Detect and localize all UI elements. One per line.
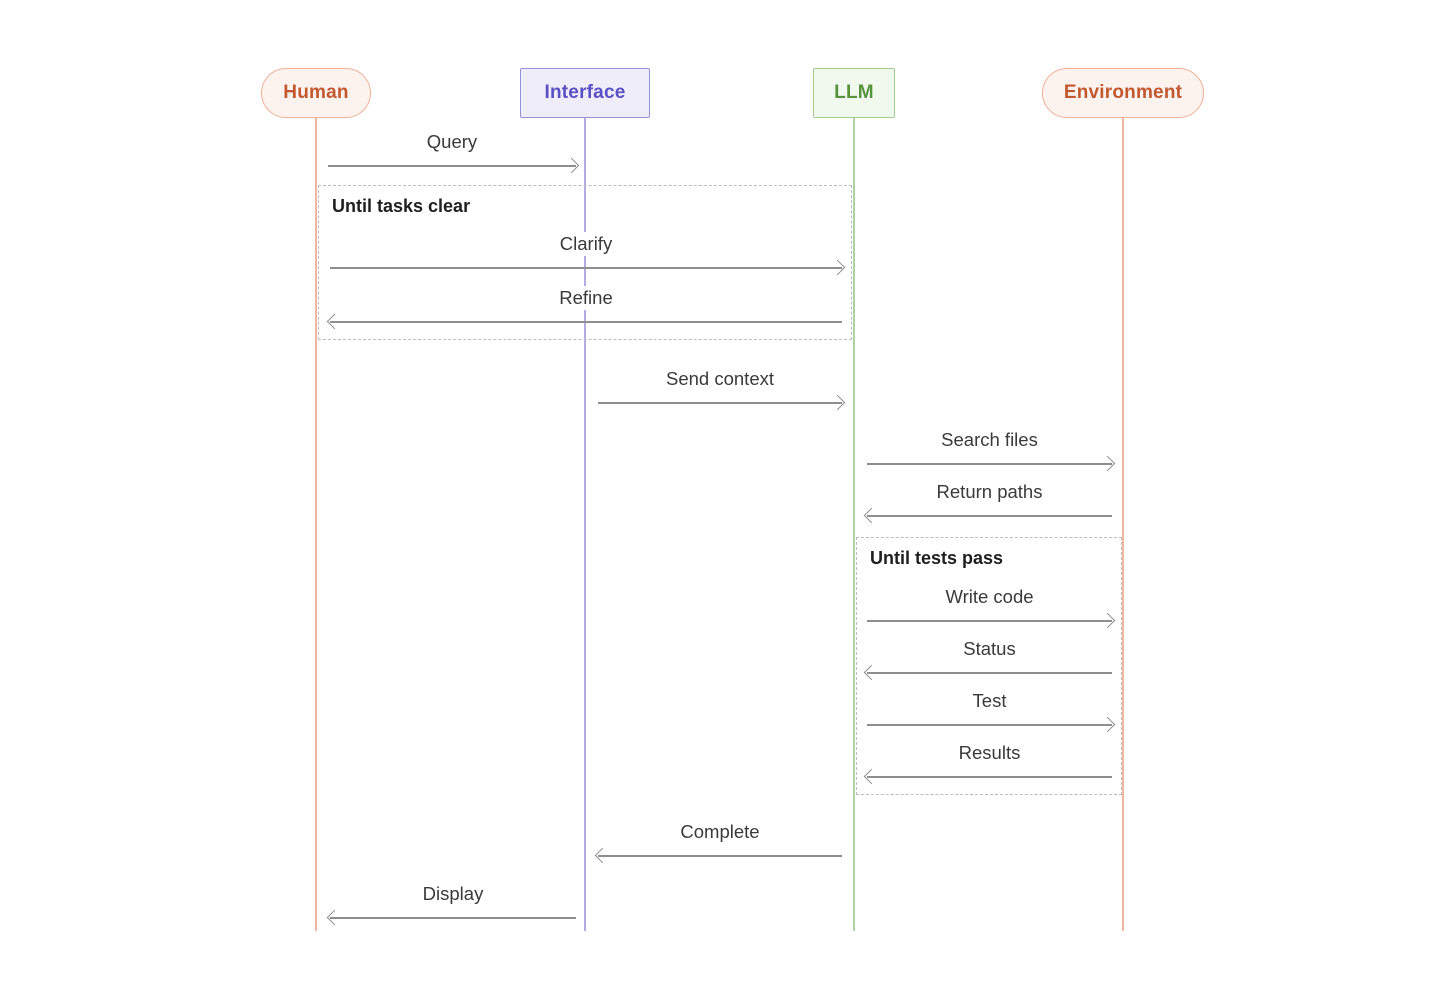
actor-human-label: Human xyxy=(283,82,349,103)
arrow-right-icon xyxy=(598,402,842,404)
arrow-right-icon xyxy=(328,165,576,167)
lifeline-llm xyxy=(853,118,855,931)
message-label-row: Refine xyxy=(330,286,842,310)
lifeline-interface xyxy=(584,118,586,931)
message-label-row: Search files xyxy=(867,428,1112,452)
message-label: Display xyxy=(415,882,491,906)
arrow-left-icon xyxy=(867,515,1112,517)
arrow-right-icon xyxy=(867,724,1112,726)
message-label-row: Complete xyxy=(598,820,842,844)
lifeline-human xyxy=(315,118,317,931)
message-label: Query xyxy=(419,130,485,154)
message-label-row: Query xyxy=(328,130,576,154)
message-status: Status xyxy=(867,637,1112,674)
arrow-left-icon xyxy=(330,321,842,323)
message-label-row: Test xyxy=(867,689,1112,713)
message-search-files: Search files xyxy=(867,428,1112,465)
message-label-row: Results xyxy=(867,741,1112,765)
message-label: Clarify xyxy=(552,232,620,256)
arrow-right-icon xyxy=(330,267,842,269)
message-label-row: Status xyxy=(867,637,1112,661)
message-label: Test xyxy=(965,689,1014,713)
message-query: Query xyxy=(328,130,576,167)
message-results: Results xyxy=(867,741,1112,778)
actor-interface-label: Interface xyxy=(544,82,626,103)
actor-human: Human xyxy=(261,68,371,118)
actor-environment: Environment xyxy=(1042,68,1204,118)
message-label-row: Send context xyxy=(598,367,842,391)
message-label-row: Clarify xyxy=(330,232,842,256)
message-return-paths: Return paths xyxy=(867,480,1112,517)
message-label: Return paths xyxy=(929,480,1050,504)
arrow-right-icon xyxy=(867,463,1112,465)
arrow-left-icon xyxy=(867,776,1112,778)
message-label: Search files xyxy=(934,428,1045,452)
lifeline-environment xyxy=(1122,118,1124,931)
actor-llm: LLM xyxy=(813,68,895,118)
actor-interface: Interface xyxy=(520,68,650,118)
message-complete: Complete xyxy=(598,820,842,857)
actor-environment-label: Environment xyxy=(1063,82,1183,103)
message-display: Display xyxy=(330,882,576,919)
message-clarify: Clarify xyxy=(330,232,842,269)
arrow-left-icon xyxy=(598,855,842,857)
actor-llm-label: LLM xyxy=(834,82,874,103)
arrow-left-icon xyxy=(330,917,576,919)
loop-title: Until tasks clear xyxy=(332,196,471,216)
message-label: Send context xyxy=(659,367,781,391)
loop-until-tests-pass: Until tests pass xyxy=(856,537,1122,795)
message-label-row: Display xyxy=(330,882,576,906)
message-label: Complete xyxy=(673,820,767,844)
message-label: Write code xyxy=(938,585,1041,609)
arrow-left-icon xyxy=(867,672,1112,674)
loop-until-tasks-clear: Until tasks clear xyxy=(318,185,852,340)
message-label-row: Return paths xyxy=(867,480,1112,504)
message-label: Status xyxy=(956,637,1023,661)
loop-title: Until tests pass xyxy=(870,548,1004,568)
message-send-context: Send context xyxy=(598,367,842,404)
message-label: Results xyxy=(951,741,1028,765)
message-test: Test xyxy=(867,689,1112,726)
message-label-row: Write code xyxy=(867,585,1112,609)
message-label: Refine xyxy=(552,286,620,310)
message-write-code: Write code xyxy=(867,585,1112,622)
message-refine: Refine xyxy=(330,286,842,323)
arrow-right-icon xyxy=(867,620,1112,622)
